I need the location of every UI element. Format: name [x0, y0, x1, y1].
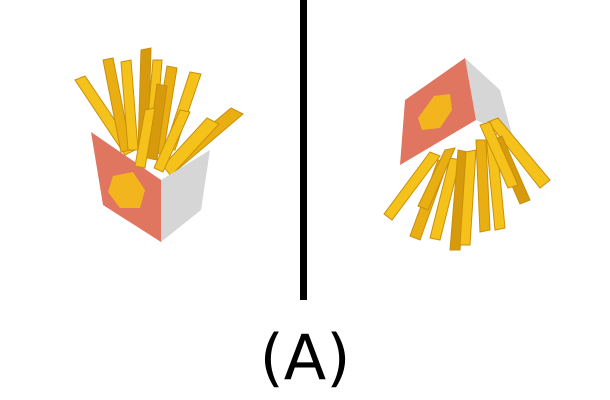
vertical-divider: [300, 0, 307, 300]
fries-box-upright-icon: [74, 47, 244, 242]
caption-label: (A): [259, 321, 351, 394]
left-image-panel: [0, 0, 300, 300]
fries-box-upside-down-icon: [383, 58, 551, 251]
right-image-panel: [310, 0, 610, 300]
